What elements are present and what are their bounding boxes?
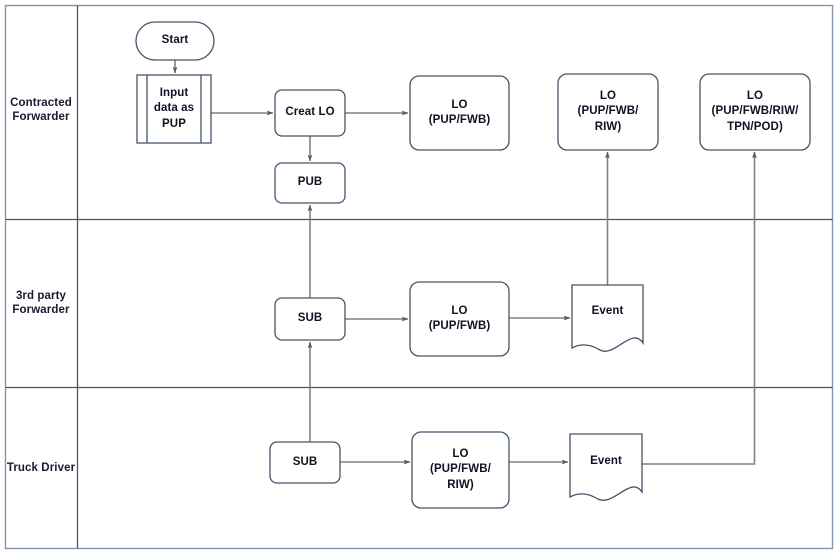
connector-event-truck-to-lo-tpn-pod xyxy=(642,151,757,465)
connector-layer xyxy=(172,60,757,465)
node-pub[interactable] xyxy=(274,162,346,204)
node-lo-pup-fwb-riw-top[interactable] xyxy=(557,73,659,151)
node-start[interactable] xyxy=(135,21,215,61)
node-sub-3rd-party[interactable] xyxy=(274,297,346,341)
node-creat-lo[interactable] xyxy=(274,89,346,137)
node-input-data-as-pup[interactable] xyxy=(136,74,212,144)
shape-layer xyxy=(135,21,811,509)
node-lo-pup-fwb-riw-tpn-pod[interactable] xyxy=(699,73,811,151)
node-event-truck-driver[interactable] xyxy=(569,433,643,501)
node-lo-pup-fwb-top[interactable] xyxy=(409,75,510,151)
node-lo-pup-fwb-mid[interactable] xyxy=(409,281,510,357)
node-lo-pup-fwb-riw-bottom[interactable] xyxy=(411,431,510,509)
node-event-3rd-party[interactable] xyxy=(571,284,644,352)
node-sub-truck-driver[interactable] xyxy=(269,441,341,484)
